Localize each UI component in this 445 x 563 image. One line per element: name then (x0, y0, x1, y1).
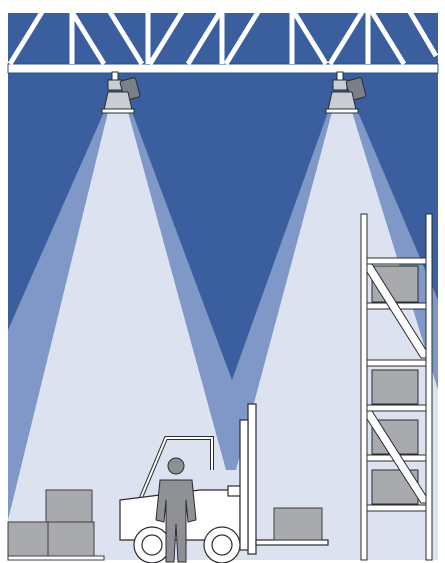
truss-bottom-chord (8, 64, 438, 73)
fork-box (274, 508, 322, 540)
rack-box (372, 370, 418, 404)
